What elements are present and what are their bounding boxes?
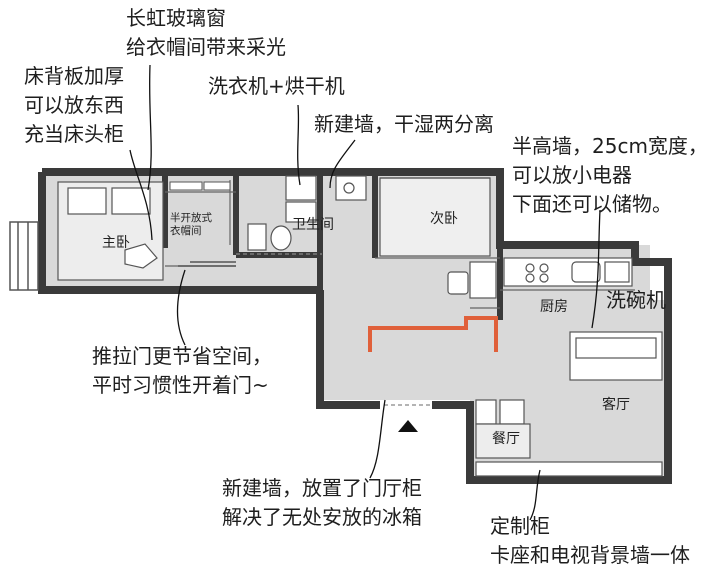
annotation-dishwasher: 洗碗机	[606, 288, 666, 312]
second-bed	[379, 177, 491, 257]
annotation-new-wall-dry-wet: 新建墙，干湿两分离	[314, 112, 494, 136]
annotation-entry-wall: 新建墙，放置了门厅柜 解决了无处安放的冰箱	[222, 476, 422, 529]
door-openings	[236, 253, 430, 406]
dining-set	[475, 399, 663, 477]
room-label-kitchen: 厨房	[540, 299, 568, 315]
balcony-window	[9, 221, 39, 291]
room-label-living-room: 客厅	[602, 397, 630, 413]
annotation-bed-board: 床背板加厚 可以放东西 充当床头柜	[24, 64, 124, 146]
sofa	[569, 331, 663, 381]
closet-rail	[169, 181, 231, 191]
annotation-half-wall: 半高墙，25cm宽度， 可以放小电器 下面还可以储物。	[512, 134, 708, 216]
outer-walls	[38, 168, 672, 484]
leader-lines	[129, 64, 601, 521]
room-label-closet: 半开放式 衣帽间	[170, 212, 212, 237]
annotation-washer: 洗衣机+烘干机	[208, 74, 345, 98]
annotation-custom-cabinet: 定制柜 卡座和电视背景墙一体	[490, 514, 690, 567]
kitchen-counter	[503, 257, 633, 287]
room-label-dining-room: 餐厅	[492, 431, 520, 447]
annotation-window: 长虹玻璃窗 给衣帽间带来采光	[126, 6, 286, 59]
sliding-door	[178, 261, 236, 267]
entrance-arrow-icon	[398, 420, 418, 432]
desk	[447, 261, 497, 299]
room-label-master-bedroom: 主卧	[102, 235, 130, 251]
room-label-second-bedroom: 次卧	[430, 211, 458, 227]
new-wall-highlight	[368, 316, 498, 352]
room-label-bathroom: 卫生间	[292, 217, 334, 233]
bathroom-fixtures	[247, 175, 367, 251]
master-bed	[57, 181, 164, 281]
annotation-sliding-door: 推拉门更节省空间， 平时习惯性开着门~	[92, 344, 272, 397]
